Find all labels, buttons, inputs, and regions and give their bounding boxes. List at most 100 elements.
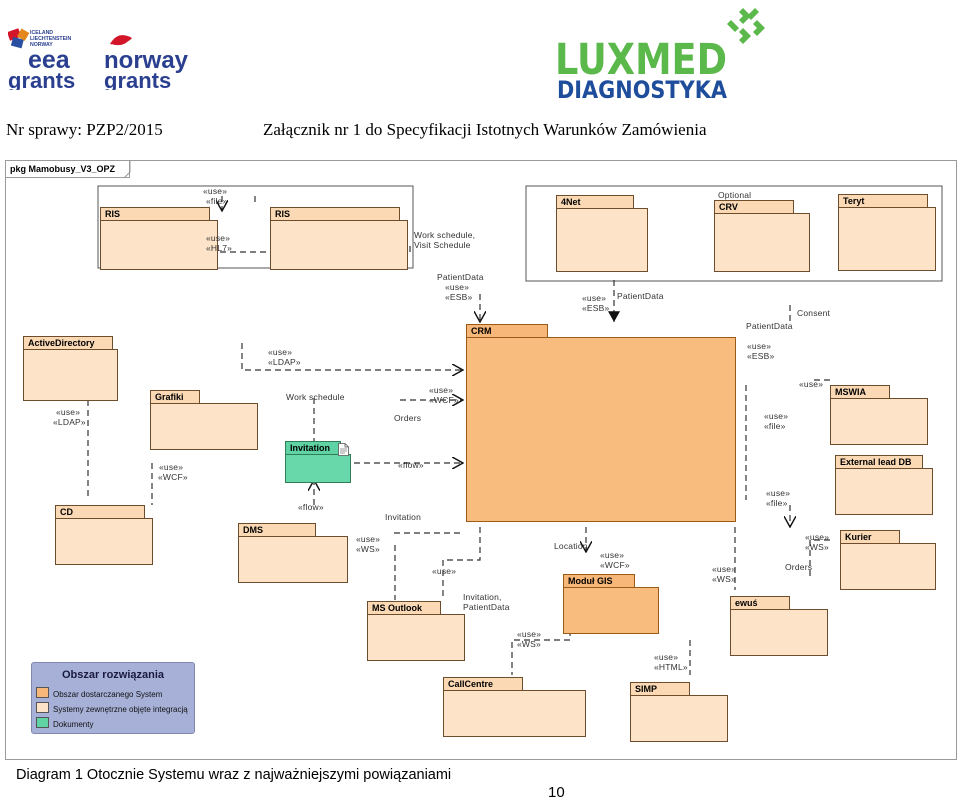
eea-country-iceland: ICELAND bbox=[30, 30, 53, 36]
package-grafiki[interactable]: Grafiki bbox=[150, 390, 262, 454]
label-use-esb-1: «use» bbox=[445, 282, 470, 292]
label-use-hl7-2: «HL7» bbox=[206, 243, 233, 253]
package-ris-right-title: RIS bbox=[270, 207, 400, 221]
label-use-file-1: «use» bbox=[203, 186, 228, 196]
package-crv[interactable]: CRV bbox=[714, 200, 814, 276]
diagnostyka-word: DIAGNOSTYKA bbox=[557, 76, 727, 102]
legend-item-system: Obszar dostarczanego System bbox=[36, 687, 162, 699]
package-mswia[interactable]: MSWIA bbox=[830, 385, 932, 449]
package-frame-title: pkg Mamobusy_V3_OPZ bbox=[5, 160, 130, 178]
package-callcentre[interactable]: CallCentre bbox=[443, 677, 590, 741]
eea-grants-logo: ICELAND LIECHTENSTEIN NORWAY eea grants bbox=[6, 28, 103, 93]
label-ws-2: «WS» bbox=[712, 574, 736, 584]
label-use-ws-4: «use» bbox=[517, 629, 542, 639]
package-simp[interactable]: SIMP bbox=[630, 682, 732, 746]
legend-swatch-external bbox=[36, 702, 49, 713]
package-ris-right[interactable]: RIS bbox=[270, 207, 412, 274]
legend-label-system: Obszar dostarczanego System bbox=[53, 690, 163, 699]
label-esb-3: «ESB» bbox=[747, 351, 775, 361]
label-orders-2: Orders bbox=[785, 562, 813, 572]
label-patientdata-3: PatientData bbox=[746, 321, 793, 331]
legend-swatch-documents bbox=[36, 717, 49, 728]
package-invitation[interactable]: Invitation bbox=[285, 441, 351, 483]
norway-grants-word: grants bbox=[104, 68, 171, 90]
package-external-lead-db-title: External lead DB bbox=[835, 455, 923, 469]
crv-optional-note: Optional bbox=[718, 190, 752, 200]
label-wcf-1: «WCF» bbox=[429, 395, 459, 405]
label-location: Location bbox=[554, 541, 588, 551]
package-crv-title: CRV bbox=[714, 200, 794, 214]
package-kurier-title: Kurier bbox=[840, 530, 900, 544]
label-use-outlook: «use» bbox=[432, 566, 457, 576]
label-use-hl7-1: «use» bbox=[206, 233, 231, 243]
label-work-schedule-1: Work schedule, bbox=[414, 230, 476, 240]
luxmed-diagnostyka-logo: LUXMED DIAGNOSTYKA bbox=[555, 6, 785, 104]
label-ldap-2: «LDAP» bbox=[53, 417, 86, 427]
package-callcentre-title: CallCentre bbox=[443, 677, 523, 691]
package-4net[interactable]: 4Net bbox=[556, 195, 652, 276]
package-kurier[interactable]: Kurier bbox=[840, 530, 940, 594]
package-simp-title: SIMP bbox=[630, 682, 690, 696]
label-wcf-2: «WCF» bbox=[158, 472, 188, 482]
package-ewus-title: ewuś bbox=[730, 596, 790, 610]
label-use-wcf-2: «use» bbox=[159, 462, 184, 472]
label-invitation-2: Invitation, bbox=[463, 592, 502, 602]
label-use-wcf-1: «use» bbox=[429, 385, 454, 395]
eea-grants-word: grants bbox=[8, 68, 75, 90]
package-ewus[interactable]: ewuś bbox=[730, 596, 832, 660]
label-use-file-4: «use» bbox=[766, 488, 791, 498]
diagram-caption: Diagram 1 Otocznie Systemu wraz z najważ… bbox=[16, 767, 452, 783]
page-number: 10 bbox=[548, 784, 565, 801]
package-modul-gis[interactable]: Moduł GIS bbox=[563, 574, 659, 634]
package-crm[interactable]: CRM bbox=[466, 324, 736, 522]
luxmed-word: LUXMED bbox=[555, 35, 727, 85]
package-cd-title: CD bbox=[55, 505, 145, 519]
label-use-html: «use» bbox=[654, 652, 679, 662]
label-use-esb-3: «use» bbox=[747, 341, 772, 351]
label-wcf-3: «WCF» bbox=[600, 560, 630, 570]
package-cd[interactable]: CD bbox=[55, 505, 157, 569]
legend: Obszar rozwiązania Obszar dostarczanego … bbox=[31, 662, 195, 734]
label-patientdata-1: PatientData bbox=[437, 272, 484, 282]
package-dms-title: DMS bbox=[238, 523, 316, 537]
label-file-3: «file» bbox=[764, 421, 786, 431]
package-ris-left[interactable]: RIS bbox=[100, 207, 222, 274]
label-visit-schedule: Visit Schedule bbox=[414, 240, 471, 250]
package-teryt[interactable]: Teryt bbox=[838, 194, 940, 275]
package-teryt-title: Teryt bbox=[838, 194, 928, 208]
label-flow-1: «flow» bbox=[398, 460, 424, 470]
label-use-ws-1: «use» bbox=[356, 534, 381, 544]
legend-swatch-system bbox=[36, 687, 49, 698]
label-ws-3: «WS» bbox=[805, 542, 829, 552]
package-external-lead-db[interactable]: External lead DB bbox=[835, 455, 937, 519]
package-ms-outlook-title: MS Outlook bbox=[367, 601, 441, 615]
label-consent: Consent bbox=[797, 308, 831, 318]
label-use-ws-2: «use» bbox=[712, 564, 737, 574]
package-grafiki-title: Grafiki bbox=[150, 390, 200, 404]
label-html: «HTML» bbox=[654, 662, 688, 672]
norway-word: norway bbox=[104, 47, 189, 74]
legend-label-external: Systemy zewnętrzne objęte integracją bbox=[53, 705, 188, 714]
legend-item-documents: Dokumenty bbox=[36, 717, 93, 729]
case-number: Nr sprawy: PZP2/2015 bbox=[6, 120, 163, 139]
label-ws-1: «WS» bbox=[356, 544, 380, 554]
package-dms[interactable]: DMS bbox=[238, 523, 352, 587]
label-use-ldap-1: «use» bbox=[268, 347, 293, 357]
label-ws-4: «WS» bbox=[517, 639, 541, 649]
label-use-ldap-2: «use» bbox=[56, 407, 81, 417]
legend-title: Obszar rozwiązania bbox=[61, 669, 165, 681]
package-ms-outlook[interactable]: MS Outlook bbox=[367, 601, 469, 665]
label-use-wcf-3: «use» bbox=[600, 550, 625, 560]
label-patientdata-4: PatientData bbox=[463, 602, 510, 612]
label-ldap-1: «LDAP» bbox=[268, 357, 301, 367]
eea-word: eea bbox=[28, 46, 71, 74]
label-use-ws-3: «use» bbox=[805, 532, 830, 542]
label-flow-2: «flow» bbox=[298, 502, 324, 512]
label-patientdata-2: PatientData bbox=[617, 291, 664, 301]
package-invitation-title: Invitation bbox=[285, 441, 341, 455]
package-modul-gis-title: Moduł GIS bbox=[563, 574, 635, 588]
package-activedirectory[interactable]: ActiveDirectory bbox=[23, 336, 122, 405]
eea-country-liechtenstein: LIECHTENSTEIN bbox=[30, 36, 71, 42]
attachment-title: Załącznik nr 1 do Specyfikacji Istotnych… bbox=[263, 120, 707, 139]
